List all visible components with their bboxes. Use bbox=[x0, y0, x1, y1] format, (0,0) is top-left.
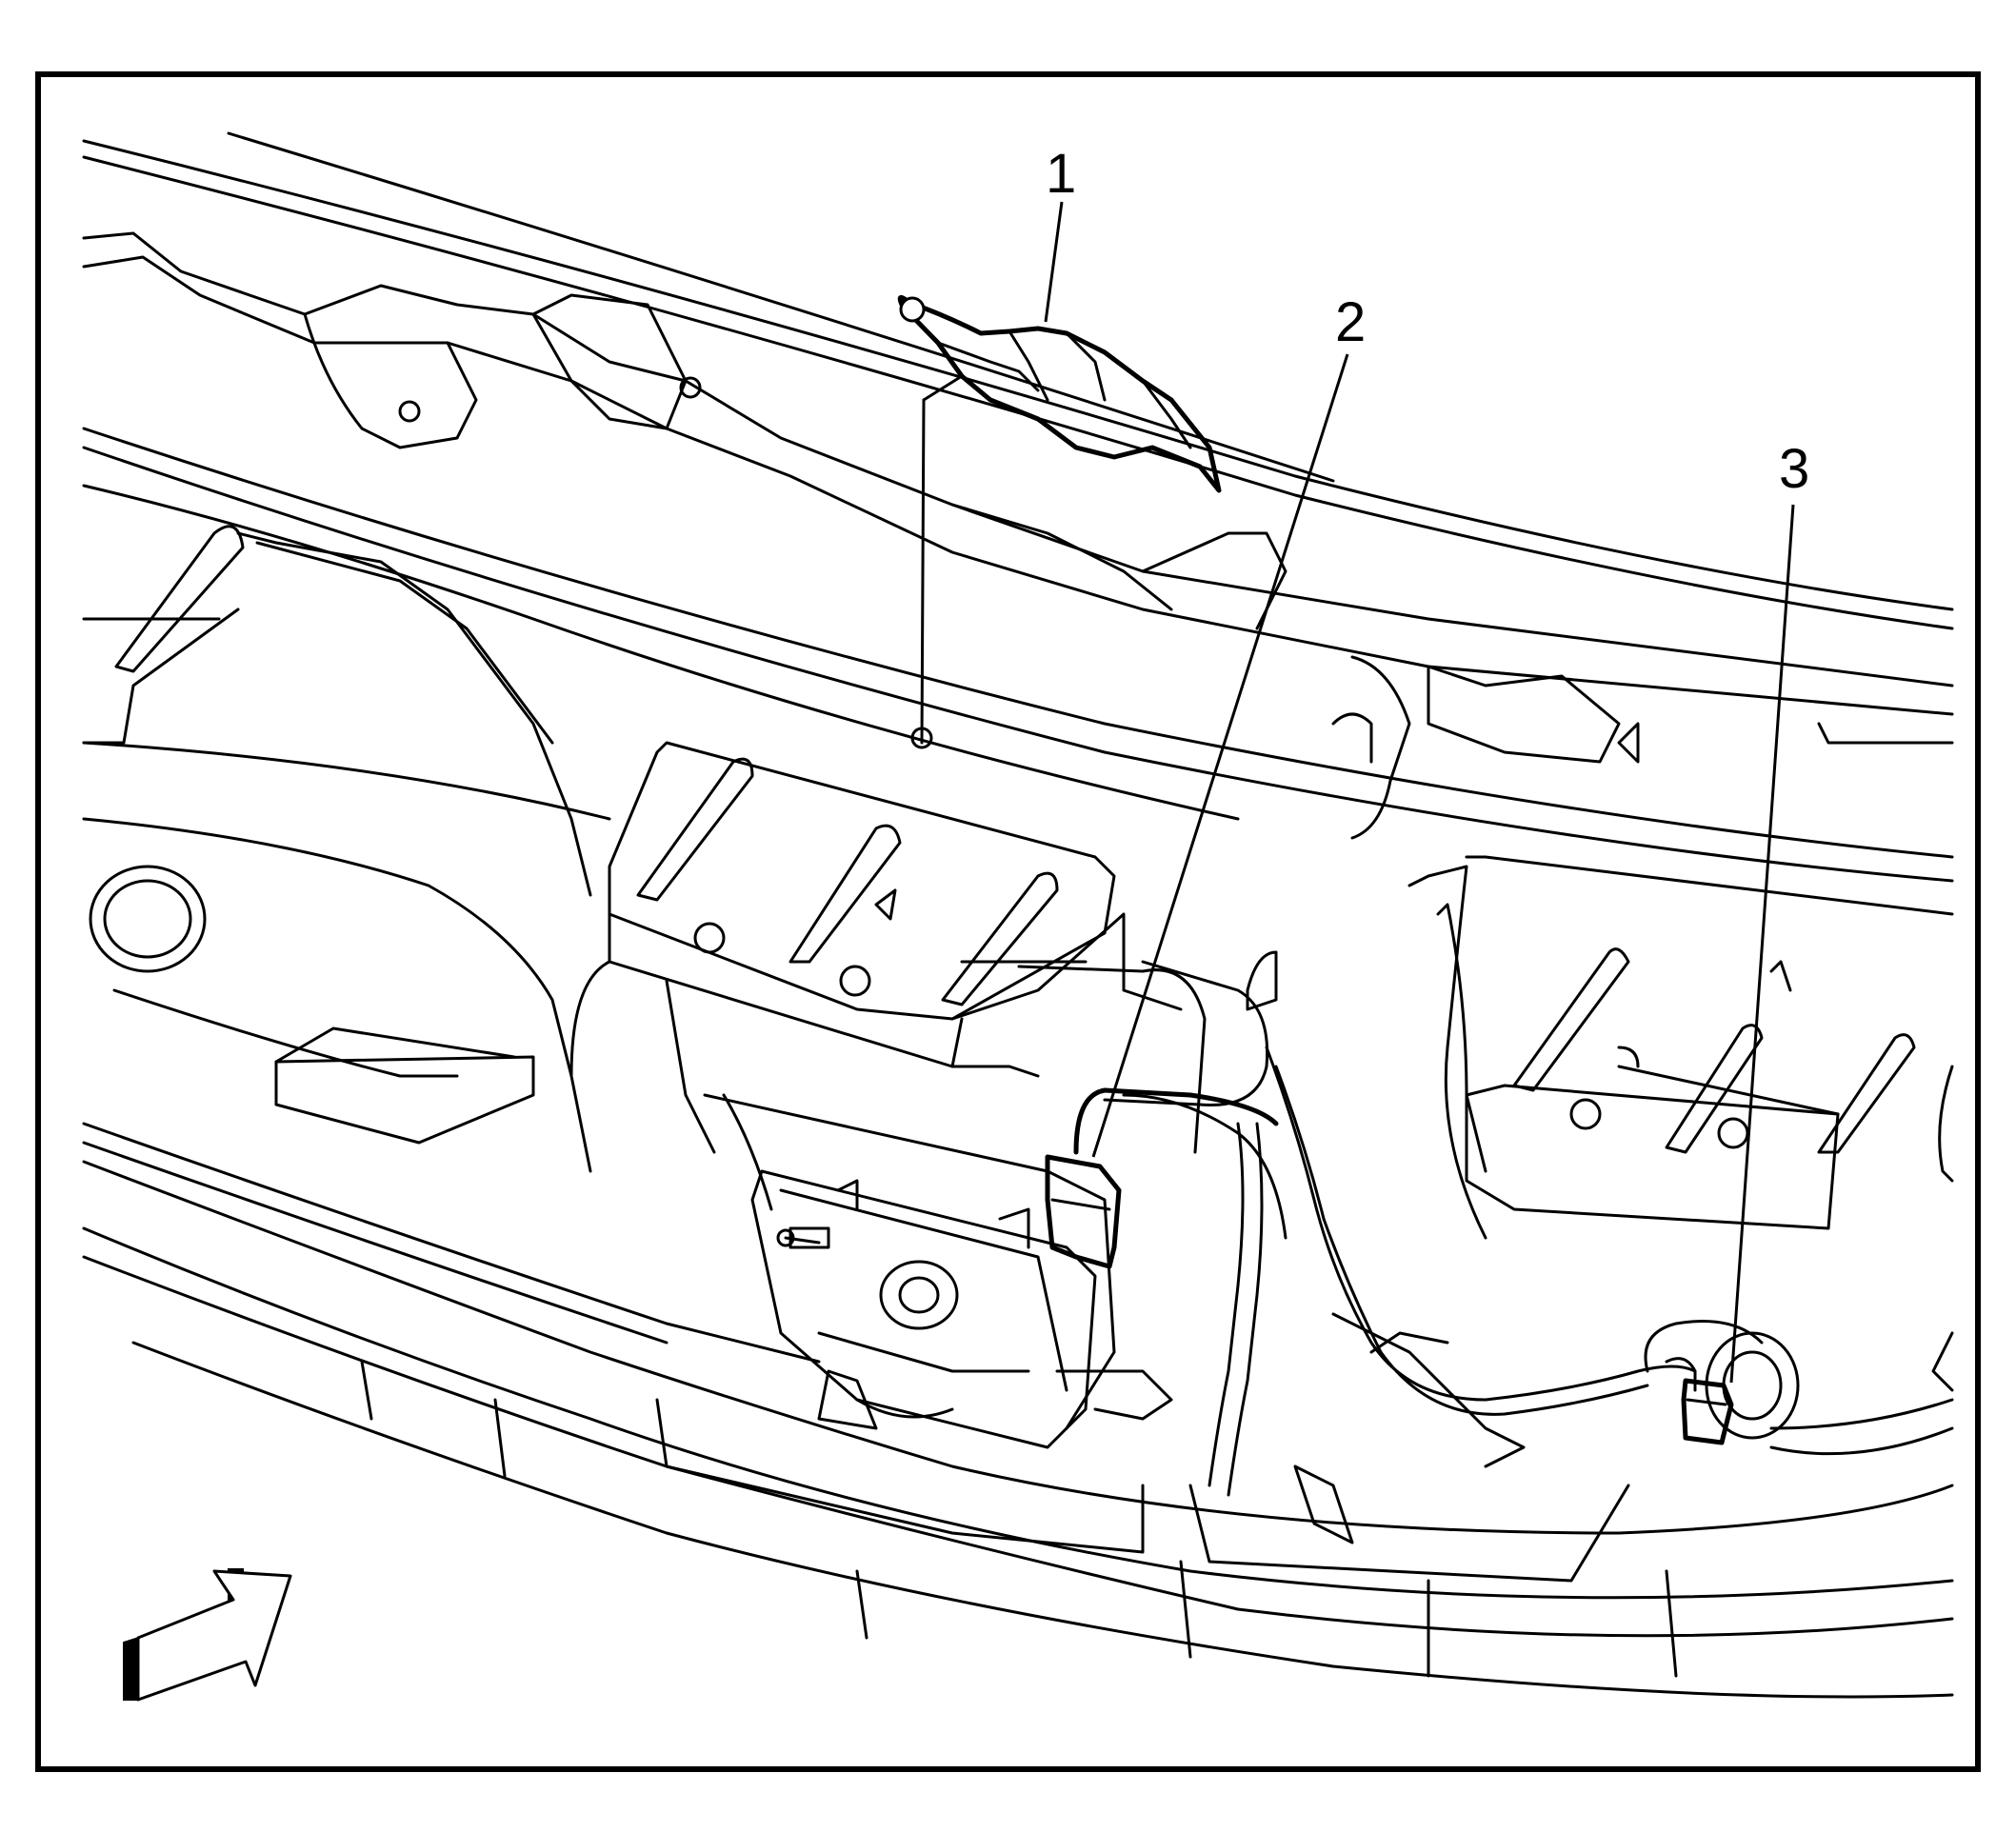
upper-cowl-panel bbox=[82, 131, 1954, 883]
right-cowl-ribs bbox=[1331, 655, 1954, 1240]
lower-fascia bbox=[82, 1122, 1954, 1699]
wiring-harness bbox=[1103, 950, 1697, 1497]
left-cowl-ribs bbox=[82, 525, 592, 1145]
diagram-frame bbox=[35, 71, 1981, 1772]
view-direction-arrow-icon bbox=[123, 1568, 292, 1702]
wiper-motor bbox=[897, 294, 1222, 749]
callout-leaders bbox=[1044, 201, 1795, 1384]
callout-1-label: 1 bbox=[1046, 143, 1076, 205]
callout-3-label: 3 bbox=[1779, 438, 1809, 500]
center-actuator-bracket bbox=[703, 1093, 1173, 1449]
callout-2-label: 2 bbox=[1335, 291, 1366, 353]
electrical-connector-center bbox=[1045, 1087, 1279, 1269]
electrical-connector-right bbox=[1644, 1320, 1800, 1445]
